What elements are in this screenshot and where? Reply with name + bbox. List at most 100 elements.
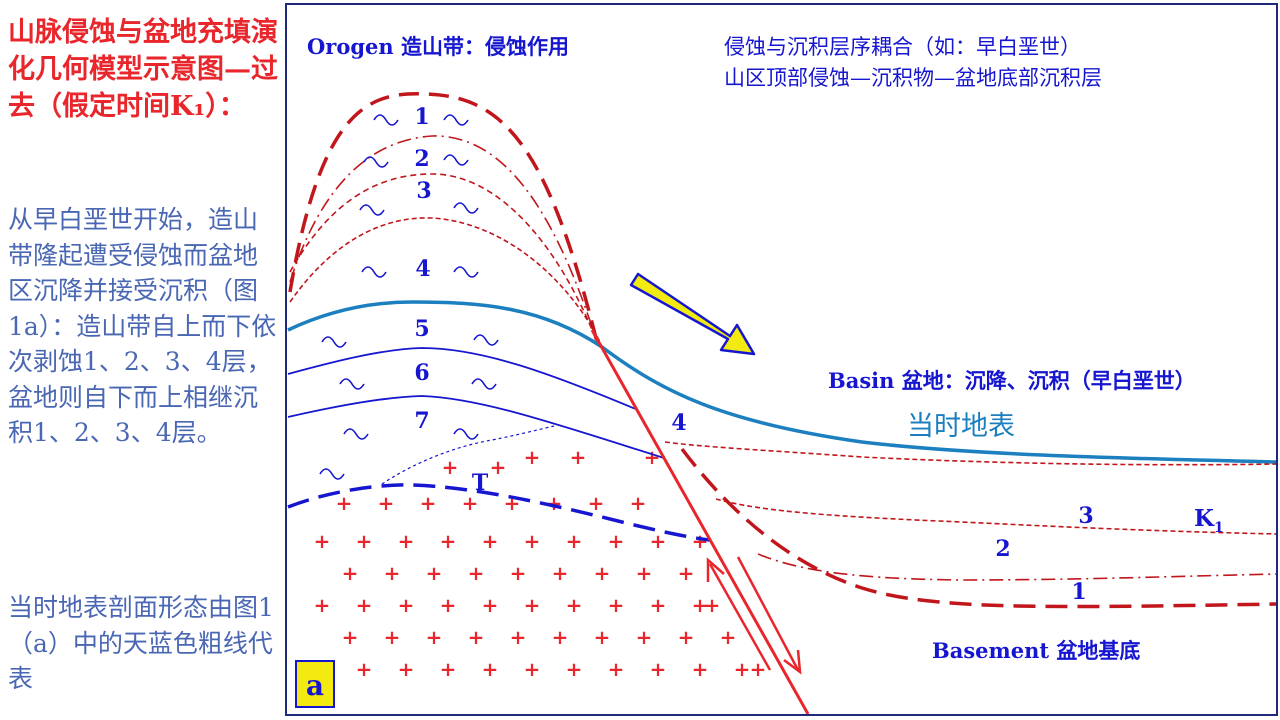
granite-cross: + — [342, 561, 359, 585]
erosion-squiggles — [319, 114, 499, 480]
granite-cross: + — [692, 529, 709, 553]
fault-slip-arrow-up — [708, 563, 772, 671]
granite-cross: + — [482, 657, 499, 681]
granite-cross: + — [378, 491, 395, 515]
granite-cross: + — [440, 657, 457, 681]
granite-cross: + — [442, 455, 459, 479]
granite-cross: + — [440, 529, 457, 553]
panel-label-box — [295, 660, 335, 708]
granite-cross: + — [336, 491, 353, 515]
granite-cross: + — [504, 491, 521, 515]
orogen-layer-label-7: 7 — [414, 408, 429, 434]
granite-cross: + — [650, 593, 667, 617]
granite-cross: + — [426, 625, 443, 649]
granite-cross: + — [398, 593, 415, 617]
granite-cross: + — [608, 529, 625, 553]
coupling-label-line2: 山区顶部侵蚀—沉积物—盆地底部沉积层 — [724, 66, 1102, 90]
granite-cross: + — [566, 657, 583, 681]
granite-cross: + — [608, 657, 625, 681]
main-fault — [590, 329, 810, 715]
granite-cross: + — [524, 593, 541, 617]
granite-cross: + — [608, 593, 625, 617]
granite-cross: + — [342, 625, 359, 649]
granite-cross: + — [524, 445, 541, 469]
granite-cross: + — [734, 657, 751, 681]
granite-cross: + — [420, 491, 437, 515]
granite-cross: + — [566, 593, 583, 617]
surface-note: 当时地表剖面形态由图1（a）中的天蓝色粗线代表 — [8, 593, 274, 693]
time-label: K1 — [1194, 505, 1224, 536]
fault-slip-arrowhead-down — [783, 649, 802, 675]
basin-layer-1-top — [680, 447, 1279, 609]
granite-cross: + — [678, 561, 695, 585]
surface-label: 当时地表 — [907, 411, 1015, 442]
basement-top-boundary — [287, 483, 711, 542]
basin-layer-3-top — [715, 498, 1279, 535]
granite-cross: + — [482, 593, 499, 617]
basin-label: Basin 盆地：沉降、沉积（早白垩世） — [828, 368, 1196, 393]
granite-cross: + — [594, 561, 611, 585]
granite-cross: + — [314, 593, 331, 617]
sediment-transport-arrow — [629, 272, 756, 356]
granite-cross: + — [490, 455, 507, 479]
granite-cross: + — [678, 625, 695, 649]
granite-cross: + — [510, 625, 527, 649]
granite-cross: + — [594, 625, 611, 649]
granite-cross: + — [314, 529, 331, 553]
granite-cross: + — [552, 625, 569, 649]
contemporary-surface-line — [287, 300, 1279, 464]
orogen-layer-label-5: 5 — [414, 316, 429, 342]
orogen-layer-6-boundary — [287, 347, 639, 411]
basin-layer-label-1: 1 — [1071, 579, 1086, 605]
granite-cross: + — [462, 491, 479, 515]
orogen-layer-2-boundary — [289, 135, 598, 343]
granite-cross: + — [398, 657, 415, 681]
basin-layer-4-top — [664, 441, 1279, 466]
orogen-layer-4-boundary — [289, 217, 601, 343]
granite-cross: + — [356, 529, 373, 553]
coupling-label-line1: 侵蚀与沉积层序耦合（如：早白垩世） — [724, 35, 1081, 59]
orogen-layer-label-4: 4 — [415, 256, 430, 282]
granite-cross: + — [398, 529, 415, 553]
diagram-panel: ++++++++++++++++++++++++++++++++++++++++… — [285, 3, 1279, 716]
granite-cross: + — [356, 657, 373, 681]
basin-layer-label-2: 2 — [995, 536, 1010, 562]
granite-cross: + — [510, 561, 527, 585]
granite-cross: + — [650, 529, 667, 553]
orogen-layer-label-1: 1 — [414, 104, 429, 130]
granite-cross: + — [630, 491, 647, 515]
granite-cross: + — [546, 491, 563, 515]
granite-cross: + — [468, 561, 485, 585]
granite-cross: + — [570, 445, 587, 469]
fault-slip-arrow-down — [736, 556, 800, 671]
orogen-layer-label-2: 2 — [414, 146, 429, 172]
granite-cross: + — [750, 657, 767, 681]
granite-cross: + — [482, 529, 499, 553]
basement-label: Basement 盆地基底 — [932, 638, 1140, 663]
granite-cross: + — [636, 625, 653, 649]
granite-cross: + — [552, 561, 569, 585]
granite-cross: + — [384, 625, 401, 649]
geology-diagram: ++++++++++++++++++++++++++++++++++++++++… — [287, 34, 1279, 715]
granite-contact-thin-dashed — [381, 425, 555, 485]
granite-cross: + — [650, 657, 667, 681]
granite-cross: + — [636, 561, 653, 585]
orogen-layer-label-3: 3 — [416, 178, 431, 204]
granite-cross: + — [720, 625, 737, 649]
panel-label: a — [306, 669, 324, 702]
granite-cross: + — [692, 593, 709, 617]
granite-label: T — [472, 470, 489, 496]
orogen-layer-7-boundary — [287, 395, 665, 459]
granite-cross: + — [644, 445, 661, 469]
granite-cross: + — [468, 625, 485, 649]
granite-cross: + — [356, 593, 373, 617]
granite-cross: + — [692, 657, 709, 681]
orogen-layer-label-6: 6 — [414, 360, 429, 386]
granite-cross: + — [384, 561, 401, 585]
basin-layer-label-3: 3 — [1078, 503, 1093, 529]
granite-cross: + — [588, 491, 605, 515]
orogen-layer-1-boundary — [288, 92, 599, 343]
basin-layer-2-top — [757, 553, 1279, 581]
granite-cross: + — [426, 561, 443, 585]
orogen-layer-3-boundary — [289, 173, 598, 343]
